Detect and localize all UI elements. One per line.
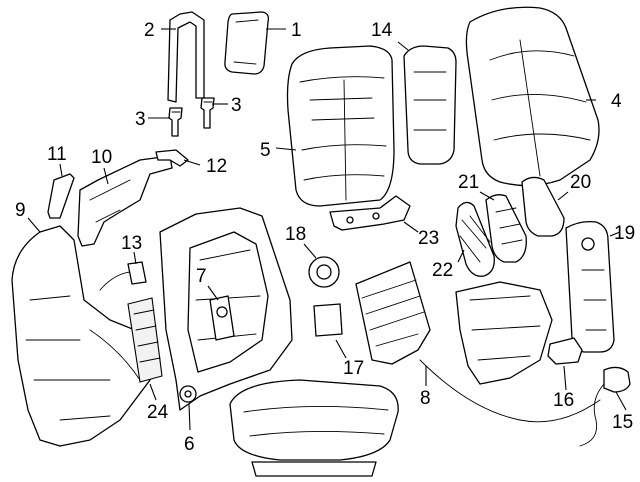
part-control-module [313, 303, 343, 337]
callout-7: 7 [196, 266, 207, 287]
callout-22: 22 [432, 260, 453, 281]
part-cushion-frame [419, 281, 601, 423]
part-lumbar-bladder [455, 201, 495, 277]
part-outer-side-panel [11, 225, 161, 447]
part-bracket [329, 195, 411, 231]
part-airbag-module [127, 297, 163, 383]
callout-3-left: 3 [135, 109, 146, 130]
part-headrest-guide [167, 11, 205, 103]
callout-8: 8 [420, 388, 431, 409]
part-switch-bezel [547, 337, 583, 365]
callout-18: 18 [285, 224, 306, 245]
callout-16: 16 [553, 390, 574, 411]
part-trim-piece [47, 173, 75, 219]
callout-13: 13 [121, 233, 142, 254]
callout-3-right: 3 [231, 95, 242, 116]
callout-24: 24 [147, 402, 169, 423]
callout-21: 21 [458, 172, 479, 193]
part-seat-back-pad [286, 45, 395, 207]
part-lumbar-support [485, 194, 527, 263]
part-switch [579, 366, 631, 447]
callout-10: 10 [91, 147, 112, 168]
callout-4: 4 [611, 91, 622, 112]
part-guide-sleeve-left [168, 107, 183, 137]
callout-14: 14 [371, 20, 393, 41]
part-headrest-cover [224, 11, 270, 75]
callout-20: 20 [570, 172, 591, 193]
callout-19: 19 [614, 223, 635, 244]
part-connector [99, 261, 147, 291]
leader-lines [27, 28, 627, 431]
part-recliner-bolt [179, 385, 197, 403]
part-guide-sleeve-right [200, 97, 215, 129]
part-back-trim [565, 220, 615, 353]
callout-6: 6 [184, 434, 195, 455]
part-seat-back-cover [465, 6, 600, 187]
callout-2: 2 [144, 20, 155, 41]
callout-12: 12 [206, 156, 227, 177]
part-recliner-motor [209, 295, 235, 341]
part-lumbar-pad [521, 176, 565, 237]
part-clip [155, 149, 189, 167]
callout-1: 1 [291, 20, 302, 41]
part-seat-cushion [229, 379, 399, 477]
callout-labels: 1 2 3 3 4 5 6 7 8 9 10 11 12 13 14 15 16… [15, 20, 635, 455]
part-back-panel [403, 45, 457, 165]
part-speaker [308, 256, 340, 288]
callout-15: 15 [612, 412, 633, 433]
part-suspension-mat [355, 261, 431, 365]
callout-11: 11 [47, 144, 67, 165]
part-side-shield [77, 155, 173, 247]
callout-23: 23 [418, 228, 439, 249]
callout-9: 9 [15, 200, 26, 221]
callout-17: 17 [343, 358, 364, 379]
callout-5: 5 [260, 140, 271, 161]
